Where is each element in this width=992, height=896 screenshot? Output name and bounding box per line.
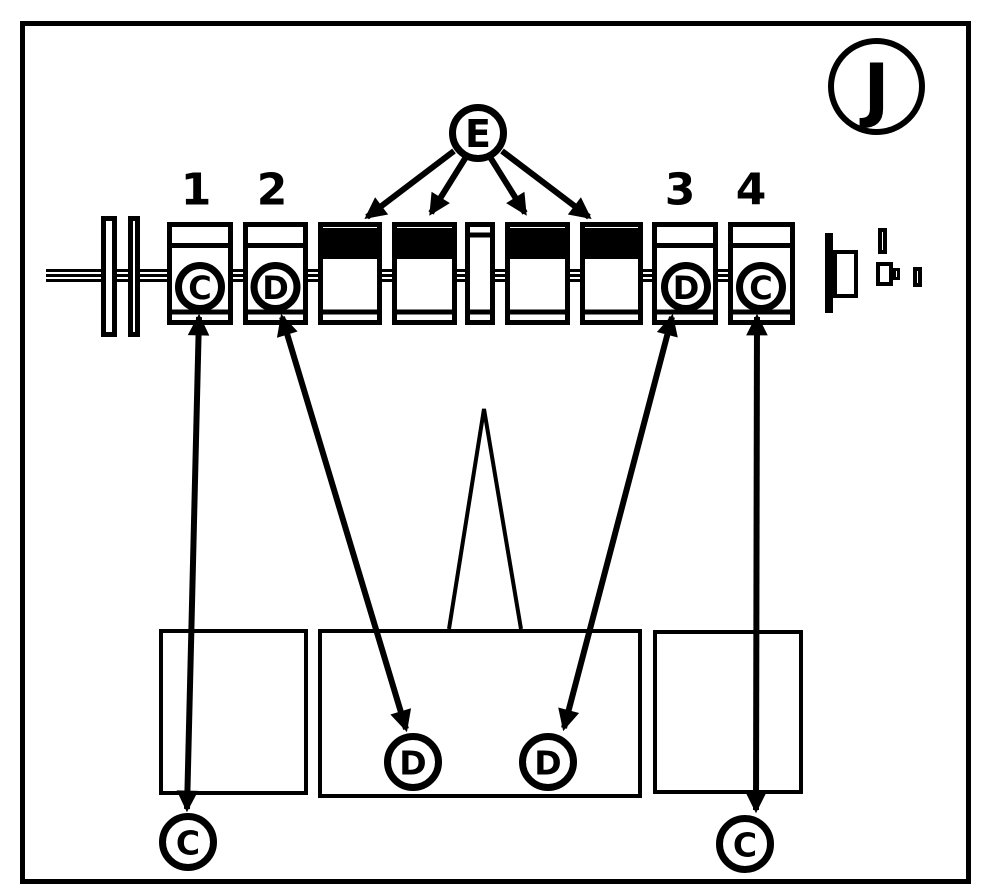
center-journal-block [465,222,495,325]
figure-identifier: J [828,38,925,135]
journal-code-4: C [749,269,772,307]
figure-border [20,21,971,884]
bottom-code-circle-right [716,815,774,873]
key-piece-middle [876,262,893,286]
position-number-1: 1 [181,165,212,216]
bottom-code-center-right: D [534,744,561,783]
end-hub [833,250,858,298]
parts-box-left [159,629,308,795]
journal-code-2: D [262,269,289,307]
arrow-journal3-to-code [558,313,678,732]
journal-code-circle-4 [736,262,786,312]
arrow-e-to-lobe-3 [487,155,528,216]
callout-e-circle [449,104,507,162]
key-piece-middle-tab [893,268,900,280]
lobe-black-band [585,228,638,259]
lobe-black-band [510,228,565,259]
position-number-3: 3 [665,165,696,216]
lobe-black-band [397,228,452,259]
bottom-code-right: C [733,826,757,865]
journal-code-3: D [673,269,700,307]
journal-code-circle-1 [175,262,225,312]
arrow-journal2-to-code [276,313,412,733]
figure-id-circle [828,38,925,135]
callout-e: E [364,104,592,220]
bottom-code-circle-left [159,813,217,871]
bottom-code-circle-center-right [519,733,577,791]
position-number-4: 4 [736,165,767,216]
block-outline [465,222,495,325]
figure-id-label: J [859,49,889,131]
lobe-black-band [323,228,377,259]
parts-box-center [318,629,642,798]
callout-e-label: E [465,112,491,156]
cam-lobe-block-3 [505,222,570,325]
arrow-journal1-to-code [176,313,210,813]
end-flange-1 [101,216,117,337]
arrow-e-to-lobe-2 [428,155,469,216]
arrow-journal4-to-code [745,313,768,814]
cam-lobe-block-1 [318,222,382,325]
key-piece-top [878,228,887,254]
key-piece-right [913,267,922,287]
parts-box-right [653,630,803,794]
arrow-e-to-lobe-4 [500,148,592,220]
end-plate [825,233,833,313]
cam-lobe-block-4 [580,222,643,325]
bottom-code-center-left: D [399,744,426,783]
journal-code-circle-2 [250,262,301,312]
position-number-2: 2 [257,165,288,216]
center-pointer-triangle [447,408,523,630]
arrow-e-to-lobe-1 [364,148,456,220]
bottom-code-left: C [176,824,200,863]
cam-lobe-block-2 [392,222,457,325]
end-flange-2 [128,216,140,337]
journal-code-1: C [188,269,211,307]
journal-code-circle-3 [661,262,711,312]
bottom-code-circle-center-left [384,733,442,791]
